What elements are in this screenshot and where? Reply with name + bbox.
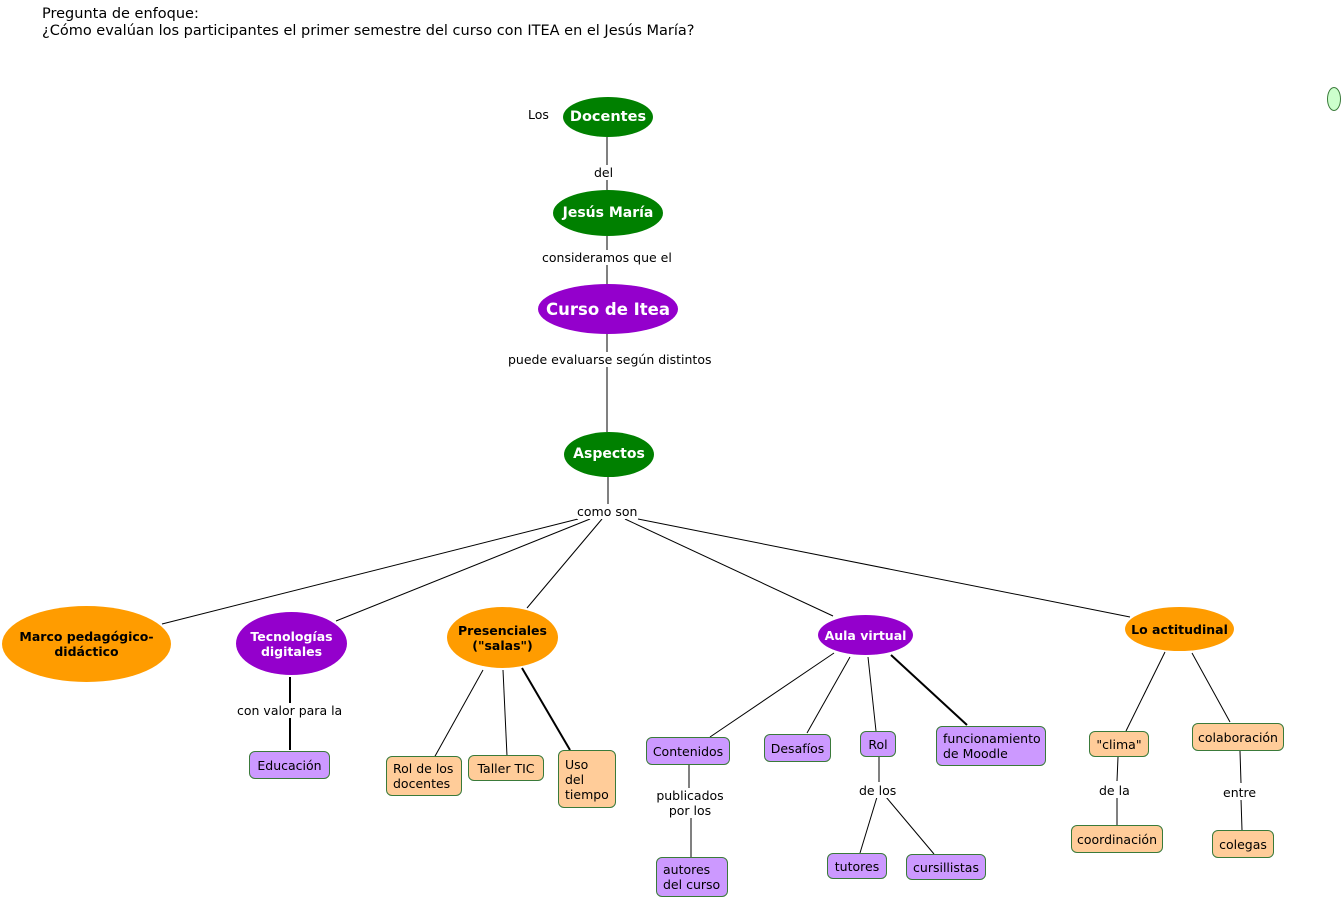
focus-question-block: Pregunta de enfoque: ¿Cómo evalúan los p… (42, 6, 695, 40)
node-presenciales[interactable]: Presenciales ("salas") (447, 607, 558, 668)
node-aspectos[interactable]: Aspectos (564, 432, 654, 477)
link-label-de-la: de la (1099, 783, 1130, 798)
node-cursillistas[interactable]: cursillistas (906, 854, 986, 880)
node-rol-docentes[interactable]: Rol de los docentes (386, 756, 462, 796)
link-label-del: del (594, 165, 614, 180)
node-docentes[interactable]: Docentes (563, 97, 653, 137)
node-autores-curso[interactable]: autores del curso (656, 857, 728, 897)
link-label-con-valor: con valor para la (237, 703, 343, 718)
link-label-publicados: publicados por los (652, 788, 728, 818)
small-green-oval (1327, 87, 1341, 111)
node-colegas[interactable]: colegas (1212, 830, 1274, 858)
node-rol[interactable]: Rol (860, 731, 896, 757)
node-colaboracion[interactable]: colaboración (1192, 723, 1284, 751)
node-clima[interactable]: "clima" (1089, 731, 1149, 757)
link-label-los: Los (528, 107, 549, 122)
node-tecnologias-digitales[interactable]: Tecnologías digitales (236, 612, 347, 675)
node-contenidos[interactable]: Contenidos (646, 737, 730, 765)
link-label-como-son: como son (577, 504, 638, 519)
focus-heading: Pregunta de enfoque: (42, 6, 199, 22)
node-funcionamiento-moodle[interactable]: funcionamiento de Moodle (936, 726, 1046, 766)
link-label-de-los: de los (859, 783, 897, 798)
node-uso-tiempo[interactable]: Uso del tiempo (558, 750, 616, 808)
node-taller-tic[interactable]: Taller TIC (468, 755, 544, 781)
node-lo-actitudinal[interactable]: Lo actitudinal (1125, 607, 1234, 651)
link-label-consideramos: consideramos que el (542, 250, 672, 265)
link-label-entre: entre (1223, 785, 1257, 800)
node-coordinacion[interactable]: coordinación (1071, 825, 1163, 853)
link-label-puede-evaluarse: puede evaluarse según distintos (508, 352, 712, 367)
node-marco-pedagogico[interactable]: Marco pedagógico-didáctico (2, 606, 171, 682)
node-curso-itea[interactable]: Curso de Itea (538, 284, 678, 334)
node-desafios[interactable]: Desafíos (764, 734, 831, 762)
node-tutores[interactable]: tutores (827, 853, 887, 879)
node-aula-virtual[interactable]: Aula virtual (818, 615, 913, 655)
node-educacion[interactable]: Educación (249, 751, 330, 779)
node-jesus-maria[interactable]: Jesús María (553, 190, 663, 236)
focus-question: ¿Cómo evalúan los participantes el prime… (42, 23, 695, 39)
